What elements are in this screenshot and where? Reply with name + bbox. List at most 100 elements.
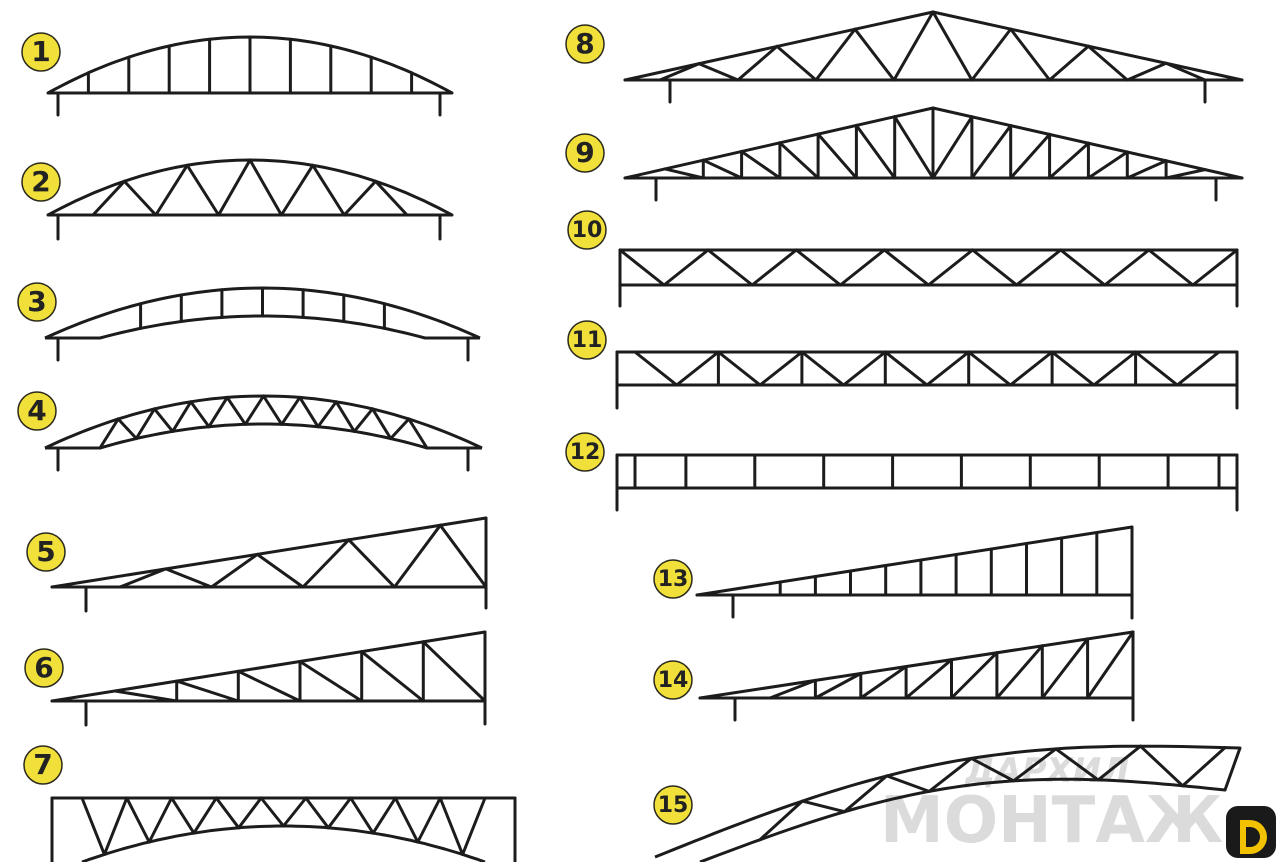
web-diagonal bbox=[1191, 248, 1239, 287]
badge-11: 11 bbox=[567, 320, 607, 360]
web-diagonal bbox=[210, 552, 259, 589]
web-diagonal bbox=[125, 796, 151, 844]
web-diagonal bbox=[883, 350, 929, 387]
web-diagonal bbox=[970, 124, 1013, 180]
web-diagonal bbox=[814, 27, 857, 82]
web-diagonal bbox=[153, 407, 175, 433]
bottom-chord bbox=[45, 422, 482, 450]
bottom-chord bbox=[45, 314, 480, 340]
badge-9: 9 bbox=[565, 133, 605, 173]
truss-12 bbox=[615, 453, 1239, 512]
web-diagonal bbox=[758, 799, 804, 842]
web-diagonal bbox=[931, 115, 974, 180]
web-diagonal bbox=[243, 394, 265, 426]
truss-6 bbox=[50, 630, 487, 727]
web-diagonal bbox=[740, 150, 782, 180]
web-diagonal bbox=[438, 796, 465, 856]
web-diagonal bbox=[259, 796, 285, 828]
web-diagonal bbox=[969, 756, 1016, 783]
badge-13: 13 bbox=[653, 559, 693, 599]
truss-4 bbox=[44, 394, 483, 472]
truss-2 bbox=[46, 158, 454, 241]
web-diagonal bbox=[971, 248, 1019, 287]
badge-circle bbox=[565, 24, 605, 64]
badge-circle bbox=[567, 210, 607, 250]
web-diagonal bbox=[416, 796, 442, 844]
badge-label: 15 bbox=[658, 793, 689, 818]
badge-circle bbox=[17, 282, 57, 322]
web-diagonal bbox=[154, 163, 189, 217]
end-post bbox=[1223, 746, 1242, 792]
web-diagonal bbox=[950, 651, 999, 700]
web-diagonal bbox=[927, 756, 973, 793]
badge-8: 8 bbox=[565, 24, 605, 64]
web-diagonal bbox=[349, 796, 375, 835]
badge-circle bbox=[17, 391, 57, 431]
top-chord bbox=[695, 525, 1134, 597]
web-diagonal bbox=[1096, 744, 1142, 782]
truss-13 bbox=[695, 525, 1134, 620]
web-diagonal bbox=[633, 350, 679, 387]
web-diagonal bbox=[967, 350, 1012, 387]
web-diagonal bbox=[768, 678, 817, 700]
badge-label: 3 bbox=[27, 285, 46, 318]
watermark-line2: МОНТАЖ bbox=[880, 784, 1223, 858]
web-diagonal bbox=[662, 248, 710, 287]
badge-label: 14 bbox=[658, 668, 689, 693]
web-diagonal bbox=[171, 400, 193, 433]
web-diagonal bbox=[800, 799, 846, 814]
web-diagonal bbox=[843, 774, 889, 814]
web-diagonal bbox=[882, 248, 930, 287]
web-diagonal bbox=[1164, 168, 1207, 180]
web-diagonal bbox=[816, 132, 858, 180]
web-diagonal bbox=[1139, 744, 1185, 788]
truss-3 bbox=[44, 286, 481, 362]
web-diagonal bbox=[794, 248, 842, 287]
web-diagonal bbox=[116, 417, 138, 440]
web-diagonal bbox=[170, 796, 196, 835]
badge-circle bbox=[653, 559, 693, 599]
web-diagonal bbox=[225, 395, 247, 426]
web-diagonal bbox=[970, 27, 1013, 82]
web-diagonal bbox=[1147, 248, 1195, 287]
top-chord bbox=[50, 516, 488, 589]
web-diagonal bbox=[1092, 350, 1138, 387]
badge-label: 5 bbox=[36, 535, 55, 568]
badge-label: 1 bbox=[31, 35, 50, 68]
web-diagonal bbox=[778, 141, 820, 180]
web-diagonal bbox=[217, 158, 252, 217]
web-diagonal bbox=[311, 163, 346, 217]
badge-4: 4 bbox=[17, 391, 57, 431]
truss-5 bbox=[50, 516, 488, 613]
web-diagonal bbox=[214, 796, 241, 830]
web-diagonal bbox=[298, 395, 320, 429]
truss-14 bbox=[698, 630, 1135, 722]
badge-circle bbox=[565, 133, 605, 173]
web-diagonal bbox=[618, 248, 666, 287]
web-diagonal bbox=[352, 407, 374, 433]
web-diagonal bbox=[304, 796, 330, 830]
web-diagonal bbox=[1040, 637, 1090, 700]
web-diagonal bbox=[658, 62, 701, 82]
web-diagonal bbox=[1164, 61, 1207, 82]
web-diagonal bbox=[697, 62, 740, 82]
web-diagonal bbox=[282, 796, 308, 828]
web-diagonal bbox=[91, 179, 126, 217]
badge-label: 10 bbox=[572, 218, 603, 243]
web-diagonal bbox=[927, 248, 975, 287]
web-diagonal bbox=[750, 248, 798, 287]
web-diagonal bbox=[421, 640, 487, 703]
badge-10: 10 bbox=[567, 210, 607, 250]
badge-label: 7 bbox=[33, 748, 52, 781]
badge-label: 12 bbox=[570, 440, 601, 465]
web-diagonal bbox=[334, 400, 356, 433]
web-diagonal bbox=[347, 538, 396, 589]
web-diagonal bbox=[80, 796, 106, 856]
web-diagonal bbox=[255, 552, 305, 589]
web-diagonal bbox=[842, 350, 887, 387]
web-diagonal bbox=[1175, 350, 1221, 387]
web-diagonal bbox=[374, 179, 409, 217]
web-diagonal bbox=[326, 796, 353, 830]
